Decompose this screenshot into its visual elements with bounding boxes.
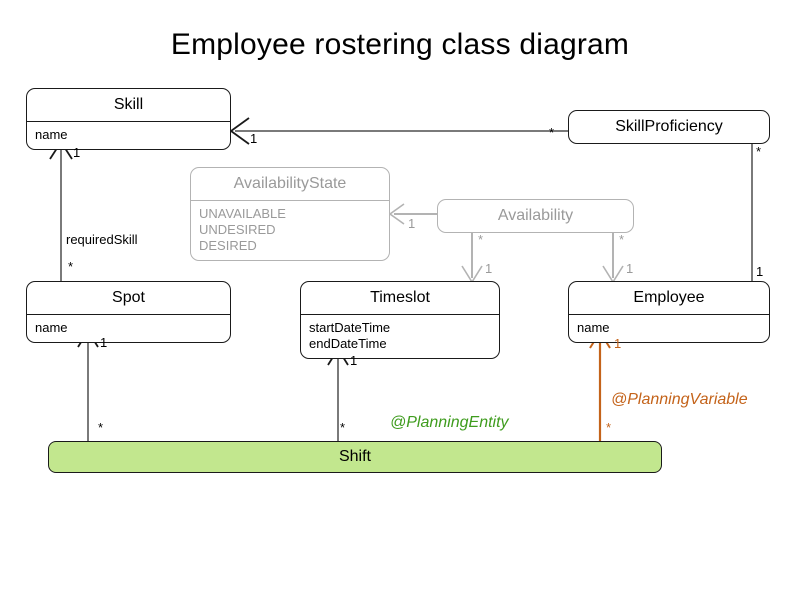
- multiplicity-availability-timeslot-target: 1: [485, 261, 493, 276]
- annotation-planning-entity: @PlanningEntity: [390, 414, 509, 431]
- multiplicity-availability-employee-target: 1: [626, 261, 634, 276]
- enum-value-undesired: UNDESIRED: [199, 222, 276, 237]
- class-name-shift: Shift: [338, 448, 371, 465]
- enum-value-unavailable: UNAVAILABLE: [199, 206, 286, 221]
- multiplicity-availability-employee-source: *: [619, 232, 625, 247]
- multiplicity-spot-skill-target: 1: [73, 145, 81, 160]
- class-name-skill: Skill: [113, 96, 144, 113]
- class-box-skillproficiency[interactable]: SkillProficiency: [568, 110, 770, 144]
- class-name-timeslot: Timeslot: [370, 289, 430, 306]
- multiplicity-availability-timeslot-source: *: [478, 232, 484, 247]
- class-attributes-timeslot: startDateTime endDateTime: [301, 314, 499, 358]
- class-name-spot: Spot: [112, 289, 145, 306]
- multiplicity-shift-timeslot-target: 1: [350, 353, 358, 368]
- attribute-employee-name: name: [577, 320, 610, 335]
- multiplicity-shift-timeslot-source: *: [340, 420, 346, 435]
- class-attributes-skill: name: [27, 121, 230, 149]
- class-box-skill[interactable]: Skill name: [26, 88, 231, 150]
- enum-value-desired: DESIRED: [199, 238, 257, 253]
- class-name-skillproficiency: SkillProficiency: [615, 118, 723, 135]
- class-box-availabilitystate[interactable]: AvailabilityState UNAVAILABLE UNDESIRED …: [190, 167, 390, 261]
- class-name-availabilitystate: AvailabilityState: [233, 175, 347, 192]
- class-box-shift[interactable]: Shift: [48, 441, 662, 473]
- multiplicity-shift-employee-target: 1: [614, 336, 622, 351]
- class-attributes-availabilitystate: UNAVAILABLE UNDESIRED DESIRED: [191, 200, 389, 260]
- class-attributes-employee: name: [569, 314, 769, 342]
- class-name-availability: Availability: [497, 207, 574, 224]
- multiplicity-skillproficiency-employee-source: *: [756, 144, 762, 159]
- multiplicity-availability-availabilitystate-target: 1: [408, 216, 416, 231]
- edge-shift-spot: [77, 329, 99, 441]
- attribute-timeslot-enddatetime: endDateTime: [309, 336, 387, 351]
- multiplicity-skillproficiency-employee-target: 1: [756, 264, 764, 279]
- class-box-timeslot[interactable]: Timeslot startDateTime endDateTime: [300, 281, 500, 359]
- attribute-skill-name: name: [35, 127, 68, 142]
- class-name-employee: Employee: [633, 289, 705, 306]
- multiplicity-skillproficiency-skill-target: 1: [250, 131, 258, 146]
- class-box-availability[interactable]: Availability: [437, 199, 634, 233]
- class-box-employee[interactable]: Employee name: [568, 281, 770, 343]
- association-role-requiredskill: requiredSkill: [66, 232, 138, 247]
- multiplicity-shift-employee-source: *: [606, 420, 612, 435]
- edge-skillproficiency-skill: [229, 117, 568, 145]
- multiplicity-spot-skill-source: *: [68, 259, 74, 274]
- attribute-timeslot-startdatetime: startDateTime: [309, 320, 391, 335]
- page-title: Employee rostering class diagram: [170, 28, 630, 61]
- multiplicity-shift-spot-target: 1: [100, 335, 108, 350]
- attribute-spot-name: name: [35, 320, 68, 335]
- multiplicity-skillproficiency-skill-source: *: [549, 125, 555, 140]
- class-attributes-spot: name: [27, 314, 230, 342]
- multiplicity-shift-spot-source: *: [98, 420, 104, 435]
- class-box-spot[interactable]: Spot name: [26, 281, 231, 343]
- annotation-planning-variable: @PlanningVariable: [611, 391, 748, 408]
